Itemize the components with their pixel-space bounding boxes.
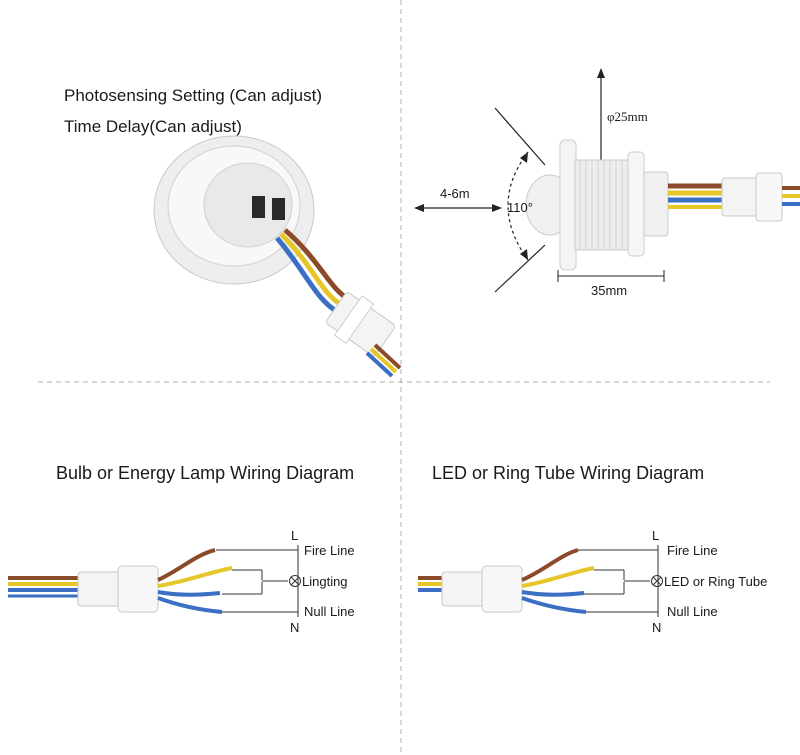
- diagram-2-null-line: Null Line: [667, 604, 718, 619]
- diagram-1-title: Bulb or Energy Lamp Wiring Diagram: [56, 463, 355, 483]
- diagram-1-null-line: Null Line: [304, 604, 355, 619]
- sensor-back-view: [153, 135, 402, 378]
- diameter-label: φ25mm: [607, 109, 648, 124]
- diagram-2-load-label: LED or Ring Tube: [664, 574, 768, 589]
- diagram-1-load-label: Lingting: [302, 574, 348, 589]
- diagram-2-terminal-l: L: [652, 528, 660, 543]
- diagram-1-terminal-n: N: [290, 620, 300, 635]
- photosensing-label: Photosensing Setting (Can adjust): [64, 86, 322, 105]
- sensor-side-view: [414, 68, 800, 293]
- range-label: 4-6m: [440, 186, 470, 201]
- time-delay-label: Time Delay(Can adjust): [64, 117, 242, 136]
- diagram-2-title: LED or Ring Tube Wiring Diagram: [432, 463, 705, 483]
- diagram-2-terminal-n: N: [652, 620, 662, 635]
- diagram-2-fire-line: Fire Line: [667, 543, 718, 558]
- wiring-diagram-1: [8, 545, 301, 617]
- length-label: 35mm: [591, 283, 628, 298]
- wiring-diagram-2: [418, 545, 663, 617]
- angle-label: 110°: [507, 200, 533, 215]
- diagram-1-terminal-l: L: [291, 528, 299, 543]
- diagram-1-fire-line: Fire Line: [304, 543, 355, 558]
